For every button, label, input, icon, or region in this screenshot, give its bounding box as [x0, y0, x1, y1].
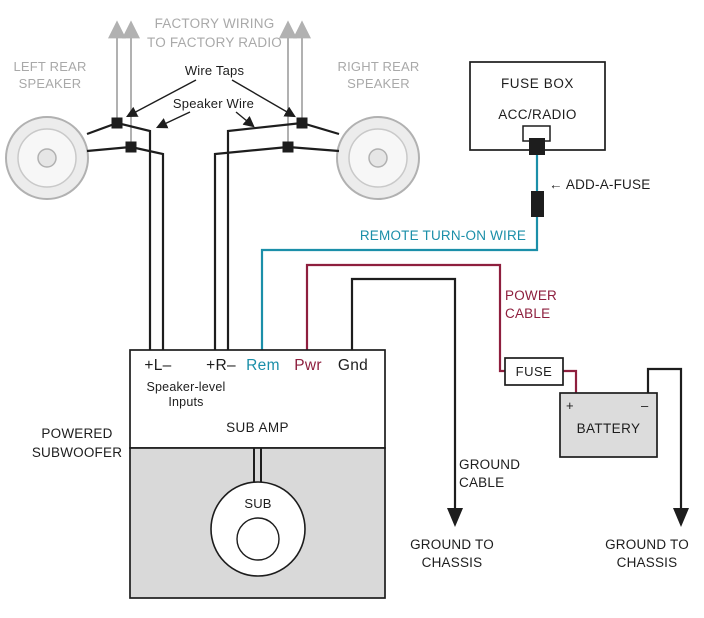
speaker-wire-label: Speaker Wire	[172, 96, 255, 111]
sub-driver-label: SUB	[244, 496, 272, 511]
left-rear-speaker	[5, 116, 89, 200]
battery-ground-path	[646, 367, 683, 509]
ground-arrow-right	[673, 508, 689, 527]
left-rear-speaker-label: LEFT REAR SPEAKER	[13, 59, 87, 91]
wire-tap-right-1	[296, 117, 308, 129]
speaker-wire-arrow-left	[155, 111, 191, 129]
inline-fuse-label: FUSE	[515, 363, 553, 379]
powered-subwoofer-label: POWERED SUBWOOFER	[31, 426, 123, 460]
power-cable-path-amp-to-fuse	[305, 263, 505, 373]
battery-label: BATTERY	[576, 421, 641, 436]
remote-turn-on-wire-label: REMOTE TURN-ON WIRE	[359, 228, 527, 243]
power-cable-label: POWER CABLE	[505, 288, 558, 321]
right-speaker-lead-2	[287, 145, 340, 153]
ground-cable-path	[350, 277, 457, 509]
factory-wiring-label: FACTORY WIRING TO FACTORY RADIO	[147, 16, 282, 50]
sub-amp-label: SUB AMP	[226, 420, 289, 435]
wire-taps-arrow-left	[126, 79, 197, 118]
right-speaker-dustcap	[368, 148, 388, 168]
wire-tap-left-2	[125, 141, 137, 153]
wire-taps-label: Wire Taps	[184, 63, 245, 78]
right-rear-speaker-label: RIGHT REAR SPEAKER	[337, 59, 420, 91]
battery-plus-terminal: +	[566, 398, 574, 413]
amp-terminal-power: Pwr	[294, 357, 322, 374]
battery-box	[559, 392, 658, 458]
speaker-wire-left-neg	[130, 145, 165, 351]
amp-terminal-remote: Rem	[246, 357, 280, 374]
inline-fuse-box	[504, 357, 564, 386]
speaker-wire-right-pos	[226, 121, 303, 351]
wire-taps-arrow-right	[231, 79, 296, 118]
add-a-fuse-label: ← ADD-A-FUSE	[549, 177, 651, 192]
speaker-wire-left-pos	[116, 121, 152, 351]
speaker-wire-arrow-right	[235, 111, 255, 128]
speaker-wire-right-neg	[213, 145, 289, 351]
right-rear-speaker	[336, 116, 420, 200]
battery-minus-terminal: –	[641, 398, 649, 413]
amp-box	[129, 349, 386, 449]
ground-to-chassis-left-label: GROUND TO CHASSIS	[410, 537, 494, 570]
speaker-level-inputs-label: Speaker-level Inputs	[146, 380, 226, 409]
amp-terminal-left-input: +L–	[144, 357, 172, 374]
ground-to-chassis-right-label: GROUND TO CHASSIS	[605, 537, 689, 570]
add-a-fuse-holder	[531, 191, 544, 217]
right-speaker-lead-1	[301, 121, 340, 136]
wire-tap-left-1	[111, 117, 123, 129]
amp-terminal-right-input: +R–	[206, 357, 236, 374]
fuse-box-circuit-label: ACC/RADIO	[498, 107, 577, 122]
fuse-tap-connector	[529, 138, 545, 155]
fuse-box-title: FUSE BOX	[500, 76, 575, 91]
ground-cable-label: GROUND CABLE	[459, 457, 521, 490]
ground-arrow-left	[447, 508, 463, 527]
left-speaker-dustcap	[37, 148, 57, 168]
left-speaker-lead-2	[86, 145, 132, 153]
wire-tap-right-2	[282, 141, 294, 153]
amp-terminal-ground: Gnd	[337, 357, 369, 374]
sub-driver-inner	[236, 517, 280, 561]
power-cable-path-fuse-to-battery	[563, 369, 578, 394]
